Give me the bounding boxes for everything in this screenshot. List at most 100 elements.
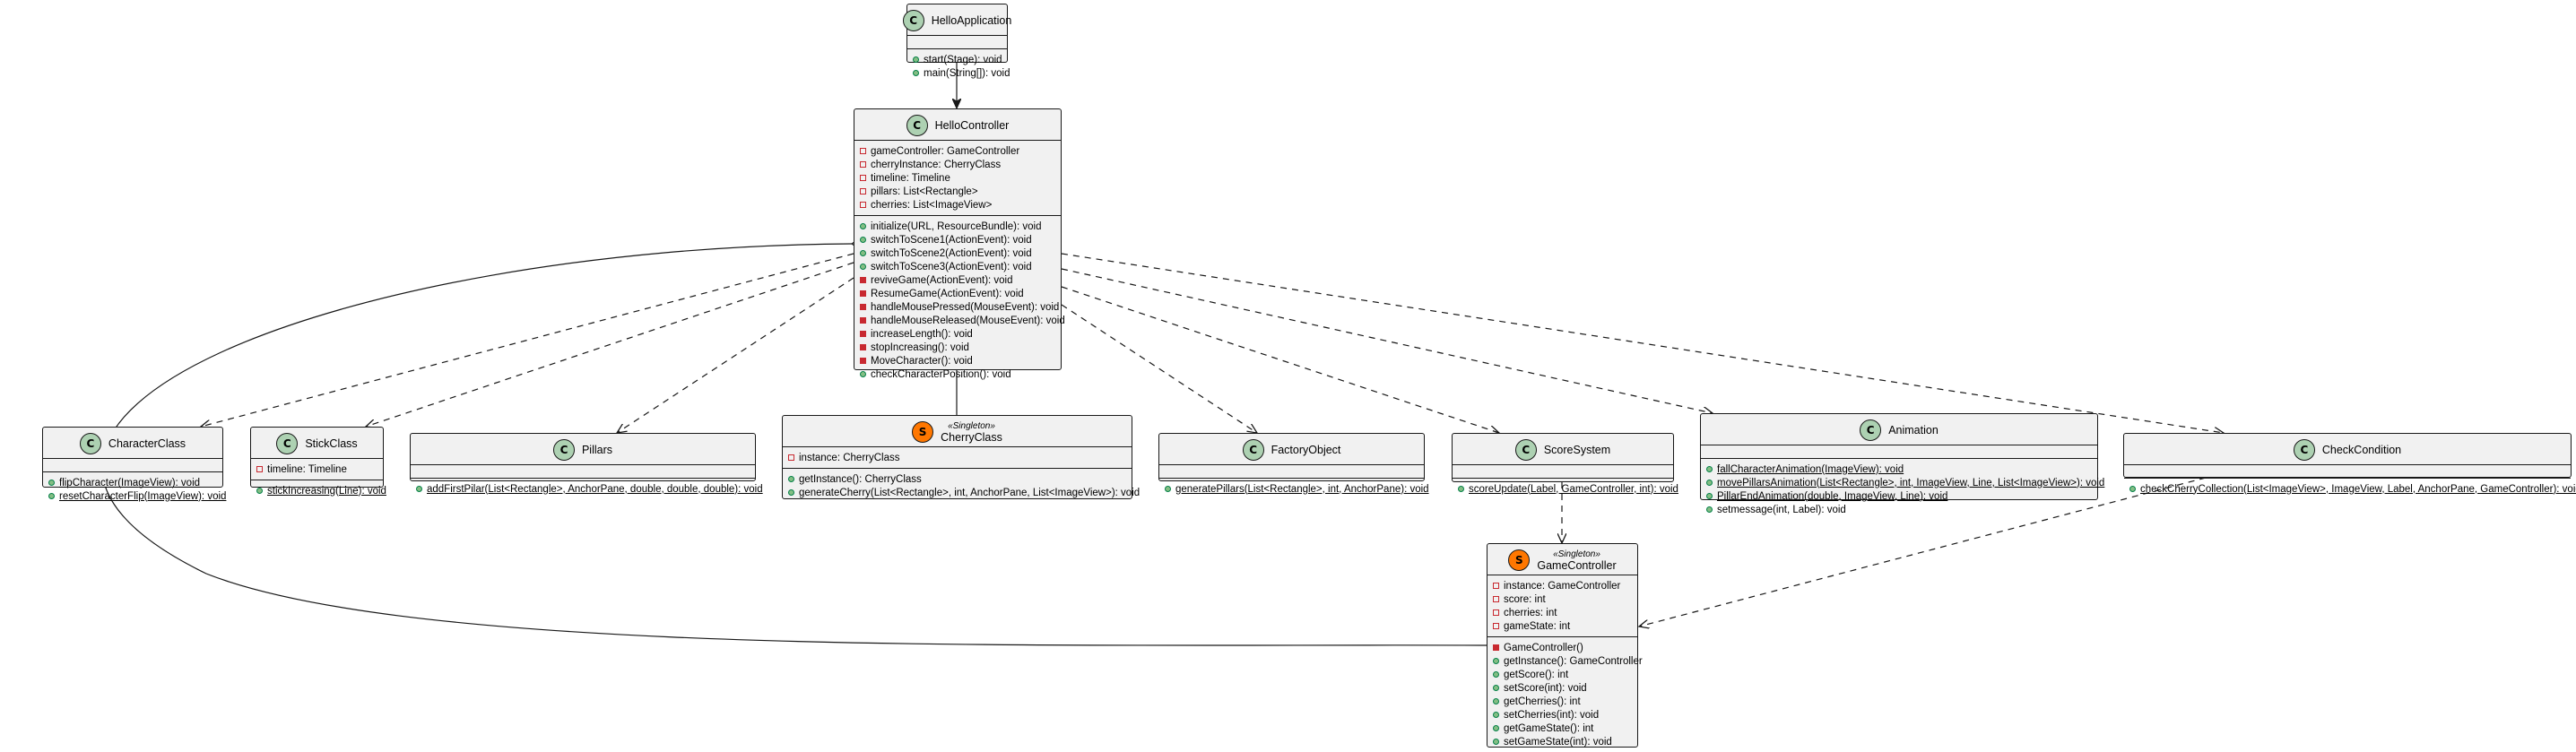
- class-name: StickClass: [305, 437, 358, 450]
- field-row: score: int: [1493, 592, 1632, 606]
- field-row: gameState: int: [1493, 619, 1632, 633]
- class-characterclass[interactable]: C CharacterClass flipCharacter(ImageView…: [42, 427, 226, 502]
- method-row: initialize(URL, ResourceBundle): void: [860, 220, 1055, 233]
- method-row: handleMousePressed(MouseEvent): void: [860, 300, 1059, 314]
- fields-section: gameController: GameController cherryIns…: [854, 140, 1061, 215]
- public-icon: [913, 70, 919, 76]
- public-icon: [913, 56, 919, 63]
- class-scoresystem[interactable]: C ScoreSystem scoreUpdate(Label, GameCon…: [1452, 433, 1678, 495]
- class-helloapplication[interactable]: C HelloApplication start(Stage): void ma…: [902, 4, 1011, 79]
- class-name: HelloController: [934, 119, 1010, 132]
- fields-section: [1159, 464, 1424, 478]
- field-row: cherryInstance: CherryClass: [860, 158, 1055, 171]
- method-row: scoreUpdate(Label, GameController, int):…: [1458, 482, 1678, 496]
- private-icon: [1493, 596, 1499, 602]
- public-icon: [48, 480, 55, 486]
- public-icon: [1458, 486, 1464, 492]
- fields-section: [411, 464, 755, 478]
- singleton-icon: S: [912, 421, 934, 443]
- private-icon: [860, 277, 866, 283]
- private-icon: [860, 304, 866, 310]
- method-row: MoveCharacter(): void: [860, 354, 1055, 367]
- private-icon: [860, 188, 866, 194]
- class-pillars[interactable]: C Pillars addFirstPilar(List<Rectangle>,…: [410, 433, 763, 495]
- fields-section: [907, 35, 1007, 48]
- class-gamecontroller[interactable]: S «Singleton» GameController instance: G…: [1487, 543, 1643, 748]
- private-icon: [860, 290, 866, 297]
- method-row: getScore(): int: [1493, 668, 1632, 681]
- field-row: cherries: int: [1493, 606, 1632, 619]
- field-row: pillars: List<Rectangle>: [860, 185, 1055, 198]
- method-row: setmessage(int, Label): void: [1706, 503, 2092, 516]
- edge-controller-gamecontroller-aggregation: [101, 244, 1487, 646]
- class-animation[interactable]: C Animation fallCharacterAnimation(Image…: [1700, 413, 2104, 515]
- class-icon: C: [1514, 439, 1537, 461]
- fields-section: instance: GameController score: int cher…: [1487, 575, 1637, 636]
- class-name: ScoreSystem: [1543, 444, 1611, 456]
- methods-section: flipCharacter(ImageView): void resetChar…: [43, 471, 226, 506]
- class-factoryobject[interactable]: C FactoryObject generatePillars(List<Rec…: [1158, 433, 1429, 495]
- method-row: stickIncreasing(Line): void: [256, 484, 386, 497]
- private-icon: [256, 466, 263, 472]
- public-icon: [1493, 671, 1499, 678]
- public-icon: [1493, 698, 1499, 704]
- method-row: movePillarsAnimation(List<Rectangle>, in…: [1706, 476, 2104, 489]
- method-row: setGameState(int): void: [1493, 735, 1632, 748]
- public-icon: [1493, 658, 1499, 664]
- public-icon: [1706, 506, 1713, 513]
- fields-section: [1701, 445, 2097, 458]
- edge-dep-checkcondition: [1061, 253, 2224, 433]
- private-icon: [1493, 623, 1499, 629]
- class-icon: C: [906, 115, 928, 136]
- public-icon: [860, 223, 866, 229]
- private-icon: [860, 161, 866, 168]
- method-row: GameController(): [1493, 641, 1632, 654]
- public-icon: [416, 486, 422, 492]
- method-row: reviveGame(ActionEvent): void: [860, 273, 1055, 287]
- edge-dep-characterclass: [201, 253, 854, 427]
- method-row: getGameState(): int: [1493, 722, 1632, 735]
- method-row: switchToScene2(ActionEvent): void: [860, 246, 1055, 260]
- methods-section: scoreUpdate(Label, GameController, int):…: [1453, 478, 1678, 499]
- private-icon: [860, 175, 866, 181]
- private-icon: [1493, 609, 1499, 616]
- method-row: generatePillars(List<Rectangle>, int, An…: [1165, 482, 1429, 496]
- public-icon: [2129, 486, 2136, 492]
- field-row: instance: GameController: [1493, 579, 1632, 592]
- class-stickclass[interactable]: C StickClass timeline: Timeline stickInc…: [250, 427, 386, 497]
- private-icon: [1493, 644, 1499, 651]
- private-icon: [860, 148, 866, 154]
- field-row: timeline: Timeline: [860, 171, 1055, 185]
- method-row: stopIncreasing(): void: [860, 341, 1055, 354]
- private-icon: [860, 202, 866, 208]
- field-row: cherries: List<ImageView>: [860, 198, 1055, 212]
- private-icon: [860, 358, 866, 364]
- method-row: generateCherry(List<Rectangle>, int, Anc…: [788, 486, 1140, 499]
- method-row: increaseLength(): void: [860, 327, 1055, 341]
- class-icon: C: [79, 433, 101, 454]
- edge-dep-scoresystem: [1061, 286, 1499, 433]
- public-icon: [48, 493, 55, 499]
- method-row: handleMouseReleased(MouseEvent): void: [860, 314, 1065, 327]
- field-row: gameController: GameController: [860, 144, 1055, 158]
- method-row: PillarEndAnimation(double, ImageView, Li…: [1706, 489, 2092, 503]
- public-icon: [1493, 725, 1499, 731]
- stereotype-label: «Singleton»: [1553, 549, 1600, 559]
- class-hellocontroller[interactable]: C HelloController gameController: GameCo…: [854, 108, 1065, 380]
- method-row: flipCharacter(ImageView): void: [48, 476, 217, 489]
- fields-section: instance: CherryClass: [783, 446, 1132, 468]
- class-cherryclass[interactable]: S «Singleton» CherryClass instance: Cher…: [782, 415, 1140, 499]
- edge-dep-stickclass: [366, 262, 854, 427]
- class-checkcondition[interactable]: C CheckCondition checkCherryCollection(L…: [2123, 433, 2576, 495]
- fields-section: [1453, 464, 1673, 478]
- public-icon: [256, 488, 263, 494]
- class-icon: C: [2293, 439, 2315, 461]
- public-icon: [1706, 466, 1713, 472]
- method-row: setScore(int): void: [1493, 681, 1632, 695]
- methods-section: generatePillars(List<Rectangle>, int, An…: [1159, 478, 1429, 499]
- methods-section: GameController() getInstance(): GameCont…: [1487, 636, 1643, 752]
- class-name: Pillars: [581, 444, 613, 456]
- method-row: setCherries(int): void: [1493, 708, 1632, 722]
- method-row: checkCharacterPosition(): void: [860, 367, 1055, 381]
